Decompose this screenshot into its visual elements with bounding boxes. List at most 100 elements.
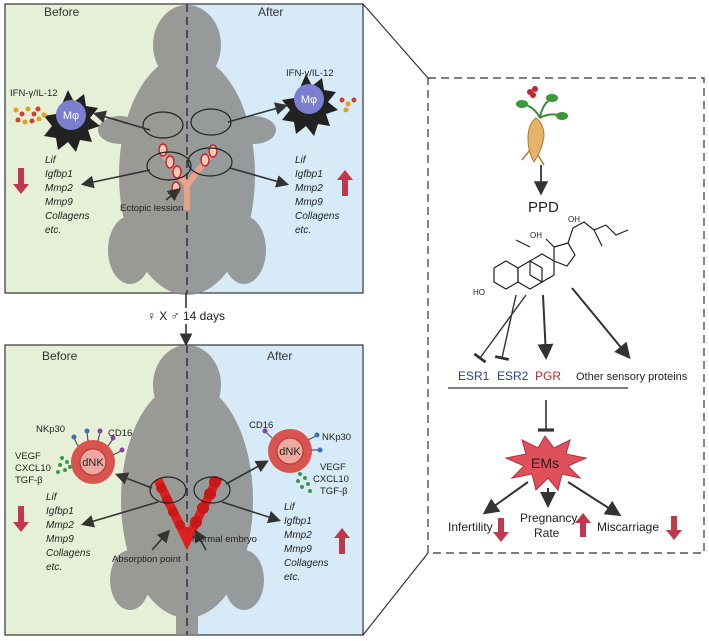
right-factor-vegf: VEGF [320,462,346,473]
top-left-cytokine: IFN-γ/IL-12 [10,88,58,99]
gene-mmp9: Mmp9 [284,544,312,555]
outcome-pregnancy-line2: Rate [534,526,560,540]
infertility-down-arrow-icon [493,518,509,542]
dnk-right-label: dNK [279,446,301,458]
dnk-left-label: dNK [82,457,104,469]
right-factor-tgfb: TGF-β [320,486,348,497]
ppd-structure-icon [493,221,629,290]
top-left-gene-list: Lif Igfbp1 Mmp2 Mmp9 Collagens etc. [45,155,89,236]
gene-etc: etc. [45,225,61,236]
oh-mid-label: OH [530,231,542,240]
right-marker-nkp30: NKp30 [322,432,351,443]
right-marker-cd16: CD16 [249,420,273,431]
gene-collagens: Collagens [284,558,328,569]
top-right-gene-list: Lif Igfbp1 Mmp2 Mmp9 Collagens etc. [295,155,339,236]
macrophage-left-label: Mφ [63,110,79,122]
left-marker-nkp30: NKp30 [36,424,65,435]
gene-mmp9: Mmp9 [46,534,74,545]
inhibit-esr1 [473,294,527,364]
left-factor-cxcl10: CXCL10 [15,463,51,474]
zoom-connector-lines [362,3,429,636]
gene-collagens: Collagens [295,211,339,222]
right-lesion-circle [187,147,233,177]
gene-mmp9: Mmp9 [45,197,73,208]
outcome-pregnancy-line1: Pregnancy [520,511,577,525]
normal-embryo-label: Normal embryo [192,534,257,545]
arrow-to-right-dnk [225,460,269,485]
left-implantation-circle [149,476,187,504]
arrow-miscarriage [567,481,622,517]
arrow-pgr [537,294,554,360]
arrow-to-right-genes [229,167,290,188]
right-factor-cxcl10: CXCL10 [313,474,349,485]
disease-label: EMs [531,455,559,471]
arrow-to-left-genes [80,169,151,189]
top-right-cytokine-dots [339,97,357,113]
inhibit-esr2 [494,294,517,361]
gene-mmp9: Mmp9 [295,197,323,208]
bottom-panel: Before After dNK NKp30 CD16 VEGF [4,344,364,636]
top-after-label: After [258,5,283,19]
target-other: Other sensory proteins [576,371,688,383]
gene-mmp2: Mmp2 [284,530,312,541]
ho-low-label: HO [473,288,485,297]
left-factor-dots [56,456,72,474]
top-right-cytokine: IFN-γ/IL-12 [286,68,334,79]
outcome-infertility: Infertility [448,520,493,534]
dnk-right-icon: dNK [262,428,323,473]
right-implantation-circle [193,476,231,504]
bottom-right-gene-list: Lif Igfbp1 Mmp2 Mmp9 Collagens etc. [284,502,328,583]
target-esr2: ESR2 [497,369,529,383]
gene-igfbp1: Igfbp1 [45,169,73,180]
macrophage-right-icon: Mφ [282,74,338,136]
macrophage-right-label: Mφ [301,94,317,106]
gene-collagens: Collagens [46,548,90,559]
gene-lif: Lif [46,492,58,503]
arrow-infertility [482,481,529,515]
left-factor-vegf: VEGF [15,451,41,462]
top-left-cytokine-dots [13,106,47,125]
target-esr1: ESR1 [458,369,490,383]
left-ovary-circle [142,111,184,139]
compound-label: PPD [528,199,559,216]
gene-mmp2: Mmp2 [295,183,323,194]
top-before-label: Before [44,5,80,19]
gene-igfbp1: Igfbp1 [284,516,312,527]
arrow-to-absorption [151,529,171,551]
arrow-to-right-macrophage [227,102,289,123]
arrow-to-right-genes-bottom [221,501,282,524]
pregnancy-up-arrow-icon [575,513,591,537]
gene-mmp2: Mmp2 [45,183,73,194]
arrow-to-left-macrophage [92,110,151,131]
right-panel-border [427,77,705,554]
top-right-up-arrow-icon [337,170,353,196]
macrophage-left-icon: Mφ [44,90,100,152]
bottom-left-gene-list: Lif Igfbp1 Mmp2 Mmp9 Collagens etc. [46,492,90,573]
gene-lif: Lif [295,155,307,166]
right-factor-dots [296,472,312,493]
bottom-right-up-arrow-icon [334,528,350,554]
left-lesion-circle [146,151,192,181]
bottom-after-label: After [267,349,292,363]
gene-lif: Lif [45,155,57,166]
dnk-left-icon: dNK [71,428,125,484]
arrow-to-left-genes-bottom [80,501,159,528]
miscarriage-down-arrow-icon [666,516,682,540]
target-pgr: PGR [535,369,561,383]
oh-top-label: OH [568,215,580,224]
bottom-left-down-arrow-icon [13,506,29,532]
gene-etc: etc. [295,225,311,236]
arrow-other-proteins [571,287,631,360]
outcome-miscarriage: Miscarriage [597,520,659,534]
right-ovary-circle [190,108,232,136]
ginseng-icon [516,86,568,166]
gene-lif: Lif [284,502,296,513]
ems-burst-icon [504,435,588,492]
gene-etc: etc. [284,572,300,583]
top-left-down-arrow-icon [13,168,29,194]
gene-igfbp1: Igfbp1 [295,169,323,180]
gene-igfbp1: Igfbp1 [46,506,74,517]
top-panel: Before After Mφ IFN-γ/IL-12 [4,3,364,295]
absorption-point-label: Absorption point [112,554,181,565]
arrow-to-lesion [165,187,181,202]
